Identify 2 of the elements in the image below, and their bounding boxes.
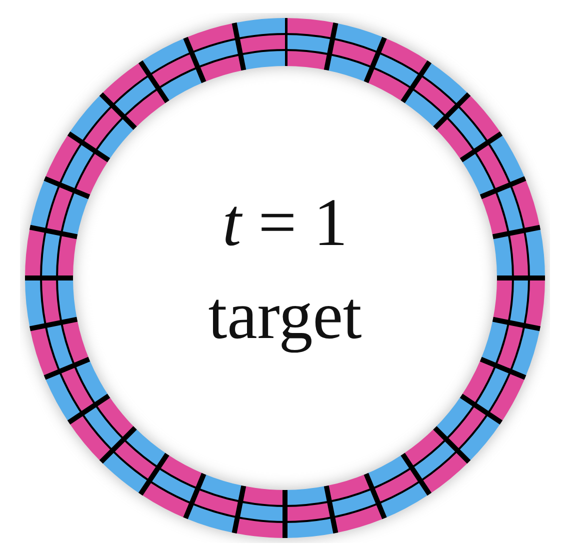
- node-label: target: [208, 277, 362, 353]
- time-label: t = 1: [222, 184, 348, 260]
